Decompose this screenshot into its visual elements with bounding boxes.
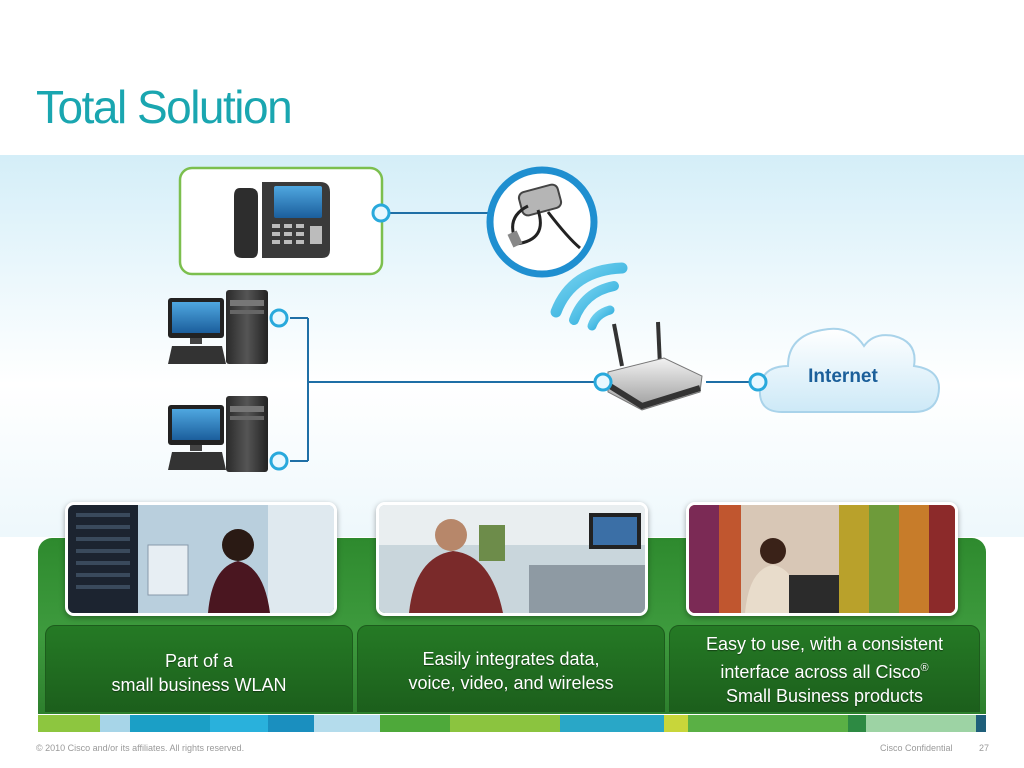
photo-office-worker xyxy=(376,502,648,616)
photo-server-room xyxy=(65,502,337,616)
usb-wireless-adapter xyxy=(486,166,598,278)
connector-node xyxy=(593,372,613,392)
connector-node xyxy=(748,372,768,392)
confidential-label: Cisco Confidential xyxy=(880,743,953,753)
feature-text-line: Small Business products xyxy=(725,686,924,706)
feature-panel-ease-of-use: Easy to use, with a consistent interface… xyxy=(669,625,980,712)
wireless-router-icon xyxy=(607,321,703,411)
registered-mark: ® xyxy=(920,662,929,674)
slide-title: Total Solution xyxy=(36,81,293,133)
connector-node xyxy=(269,308,289,328)
connection-lines xyxy=(290,212,752,462)
feature-panel-wlan: Part of a small business WLAN xyxy=(45,625,353,712)
page-number: 27 xyxy=(979,743,990,753)
feature-text-line: Easy to use, with a consistent xyxy=(705,634,944,654)
ip-phone-device xyxy=(178,166,384,276)
feature-text-line: Part of a xyxy=(164,651,234,671)
connector-node xyxy=(371,203,391,223)
desktop-computer-icon xyxy=(168,290,268,364)
feature-text-line: small business WLAN xyxy=(111,675,287,695)
connector-node xyxy=(269,451,289,471)
feature-text-line: interface across all Cisco® xyxy=(670,656,979,684)
internet-label: Internet xyxy=(808,366,878,387)
wifi-signal-icon xyxy=(550,262,628,331)
copyright-text: © 2010 Cisco and/or its affiliates. All … xyxy=(36,743,245,753)
photo-retail-store xyxy=(686,502,958,616)
feature-text-line: Easily integrates data, xyxy=(422,649,600,669)
feature-text-line: voice, video, and wireless xyxy=(408,673,614,693)
desktop-computer-icon xyxy=(168,396,268,472)
network-diagram: Internet xyxy=(168,166,940,472)
feature-panel-integration: Easily integrates data, voice, video, an… xyxy=(357,625,665,712)
internet-cloud: Internet xyxy=(758,327,940,413)
feature-text-fragment: interface across all Cisco xyxy=(720,662,921,682)
